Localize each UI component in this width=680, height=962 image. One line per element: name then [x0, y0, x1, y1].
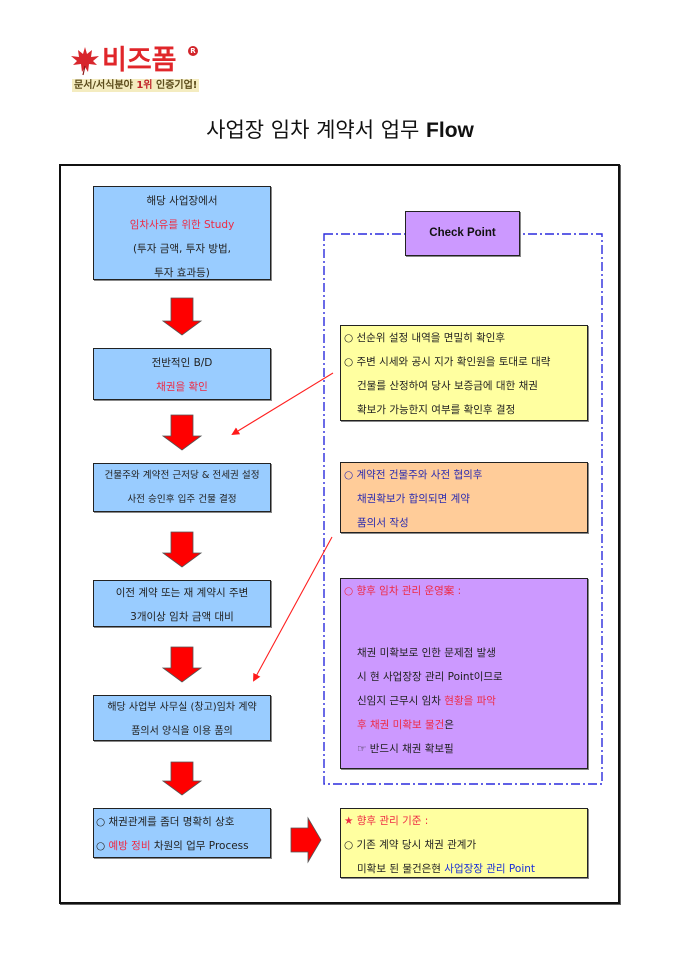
text-segment: 건물를 산정하여 당사 보증금에 대한 채권: [357, 380, 538, 392]
text-line: 채권확보가 합의되면 계약: [341, 487, 587, 511]
text-segment: 채권을 확인: [156, 381, 208, 393]
text-line: ○ 계약전 건물주와 사전 협의후: [341, 463, 587, 487]
text-line: 후 채권 미확보 물건은: [341, 713, 587, 737]
registered-mark: R: [188, 46, 198, 56]
text-segment: 해당 사업부 사무실 (창고)임차 계약: [107, 702, 257, 713]
text-segment: 차원의 업무 Process: [150, 840, 249, 852]
text-line: 미확보 된 물건은현 사업장장 관리 Point: [341, 857, 587, 881]
text-segment: 은: [444, 719, 454, 731]
text-segment: 품의서 작성: [357, 517, 409, 529]
text-line: ○ 기존 계약 당시 채권 관계가: [341, 833, 587, 857]
text-segment: ○ 기존 계약 당시 채권 관계가: [344, 839, 477, 851]
text-line: ○ 예방 정비 차원의 업무 Process: [96, 834, 270, 858]
text-line: 확보가 가능한지 여부를 확인후 결정: [341, 398, 587, 422]
text-line: 품의서 작성: [341, 511, 587, 535]
text-segment: 채권 미확보로 인한 문제점 발생: [357, 647, 496, 659]
text-segment: ○ 계약전 건물주와 사전 협의후: [344, 469, 483, 481]
text-segment: 임차사유를 위한 Study: [129, 219, 235, 231]
tagline-post: 인증기업!: [152, 80, 198, 91]
text-segment: ○: [96, 840, 109, 852]
text-line: 3개이상 임차 금액 대비: [94, 605, 270, 629]
text-segment: 3개이상 임차 금액 대비: [130, 611, 234, 623]
text-line: ★ 향후 관리 기준 :: [341, 809, 587, 833]
text-segment: 확보가 가능한지 여부를 확인후 결정: [357, 404, 516, 416]
text-line: 건물를 산정하여 당사 보증금에 대한 채권: [341, 374, 587, 398]
flow-step-4: 이전 계약 또는 재 계약시 주변 3개이상 임차 금액 대비: [93, 580, 271, 627]
maple-leaf-icon: [71, 47, 99, 76]
down-arrow-icon: [161, 761, 203, 796]
text-segment: 해당 사업장에서: [146, 195, 218, 207]
text-line: (투자 금액, 투자 방법,: [94, 237, 270, 261]
check-note-1: ○ 선순위 설정 내역을 면밀히 확인후 ○ 주변 시세와 공시 지가 확인원을 …: [340, 325, 588, 421]
text-segment: 건물주와 계약전 근저당 & 전세권 설정: [104, 470, 260, 481]
title-english: Flow: [426, 119, 474, 142]
text-segment: 현황을 파악: [444, 695, 496, 707]
text-segment: ○ 채권관계를 좀더 명확히 상호: [96, 816, 235, 828]
text-segment: 투자 효과등): [154, 267, 210, 279]
text-line: 전반적인 B/D: [94, 351, 270, 375]
text-line: 해당 사업부 사무실 (창고)임차 계약: [94, 696, 270, 720]
text-line: ○ 채권관계를 좀더 명확히 상호: [96, 810, 270, 834]
text-segment: ○ 주변 시세와 공시 지가 확인원을 토대로 대략: [344, 356, 551, 368]
flow-step-2: 전반적인 B/D 채권을 확인: [93, 348, 271, 400]
right-arrow-icon: [290, 816, 322, 864]
text-segment: 예방 정비: [108, 840, 151, 852]
text-line: ○ 선순위 설정 내역을 면밀히 확인후: [341, 326, 587, 350]
down-arrow-icon: [161, 646, 203, 683]
page-title: 사업장 임차 계약서 업무 Flow: [0, 116, 680, 145]
text-line: ☞ 반드시 채권 확보필: [341, 737, 587, 761]
text-segment: 사전 승인후 입주 건물 결정: [127, 494, 237, 505]
text-line: 품의서 양식을 이용 품의: [94, 720, 270, 744]
logo-tagline: 문서/서식분야 1위 인증기업!: [72, 79, 200, 92]
text-segment: (투자 금액, 투자 방법,: [132, 243, 232, 255]
text-segment: 전반적인 B/D: [151, 357, 213, 369]
connector-line-1: [231, 372, 334, 436]
text-segment: ○ 향후 임차 관리 운영案 :: [344, 585, 462, 597]
text-line: 투자 효과등): [94, 261, 270, 285]
text-segment: 이전 계약 또는 재 계약시 주변: [115, 587, 249, 599]
text-line: ○ 주변 시세와 공시 지가 확인원을 토대로 대략: [341, 350, 587, 374]
text-line: 건물주와 계약전 근저당 & 전세권 설정: [94, 464, 270, 488]
connector-line-2: [253, 536, 333, 682]
text-line: 임차사유를 위한 Study: [94, 213, 270, 237]
text-line: 신임지 근무시 임차 현황을 파악: [341, 689, 587, 713]
tagline-highlight: 1위: [136, 80, 153, 91]
title-korean: 사업장 임차 계약서 업무: [206, 118, 420, 142]
text-line: 채권을 확인: [94, 375, 270, 399]
down-arrow-icon: [161, 297, 203, 336]
text-segment: 품의서 양식을 이용 품의: [131, 726, 233, 737]
bizforms-logo: 비즈폼 R 문서/서식분야 1위 인증기업!: [70, 44, 210, 94]
text-segment: ○ 선순위 설정 내역을 면밀히 확인후: [344, 332, 506, 344]
text-line: 사전 승인후 입주 건물 결정: [94, 488, 270, 512]
check-point-label: Check Point: [405, 211, 520, 256]
text-line: 채권 미확보로 인한 문제점 발생: [341, 641, 587, 665]
text-segment: 신임지 근무시 임차: [357, 695, 445, 707]
text-segment: 시 현 사업장장 관리 Point이므로: [357, 671, 503, 683]
text-segment: 미확보 된 물건은현: [357, 863, 445, 875]
text-line: 해당 사업장에서: [94, 189, 270, 213]
logo-brand: 비즈폼: [102, 45, 177, 76]
text-segment: ☞ 반드시 채권 확보필: [357, 743, 454, 755]
tagline-pre: 문서/서식분야: [74, 80, 137, 91]
diagram-frame: [59, 164, 620, 904]
down-arrow-icon: [161, 531, 203, 568]
text-line: 이전 계약 또는 재 계약시 주변: [94, 581, 270, 605]
down-arrow-icon: [161, 414, 203, 451]
text-segment: 후 채권 미확보 물건: [357, 719, 445, 731]
text-segment: 사업장장 관리 Point: [444, 863, 536, 875]
text-segment: ★ 향후 관리 기준 :: [344, 815, 429, 827]
text-line: 시 현 사업장장 관리 Point이므로: [341, 665, 587, 689]
flow-step-6: ○ 채권관계를 좀더 명확히 상호 ○ 예방 정비 차원의 업무 Process: [93, 808, 271, 858]
text-line: ○ 향후 임차 관리 운영案 :: [341, 579, 587, 603]
text-segment: 채권확보가 합의되면 계약: [357, 493, 470, 505]
